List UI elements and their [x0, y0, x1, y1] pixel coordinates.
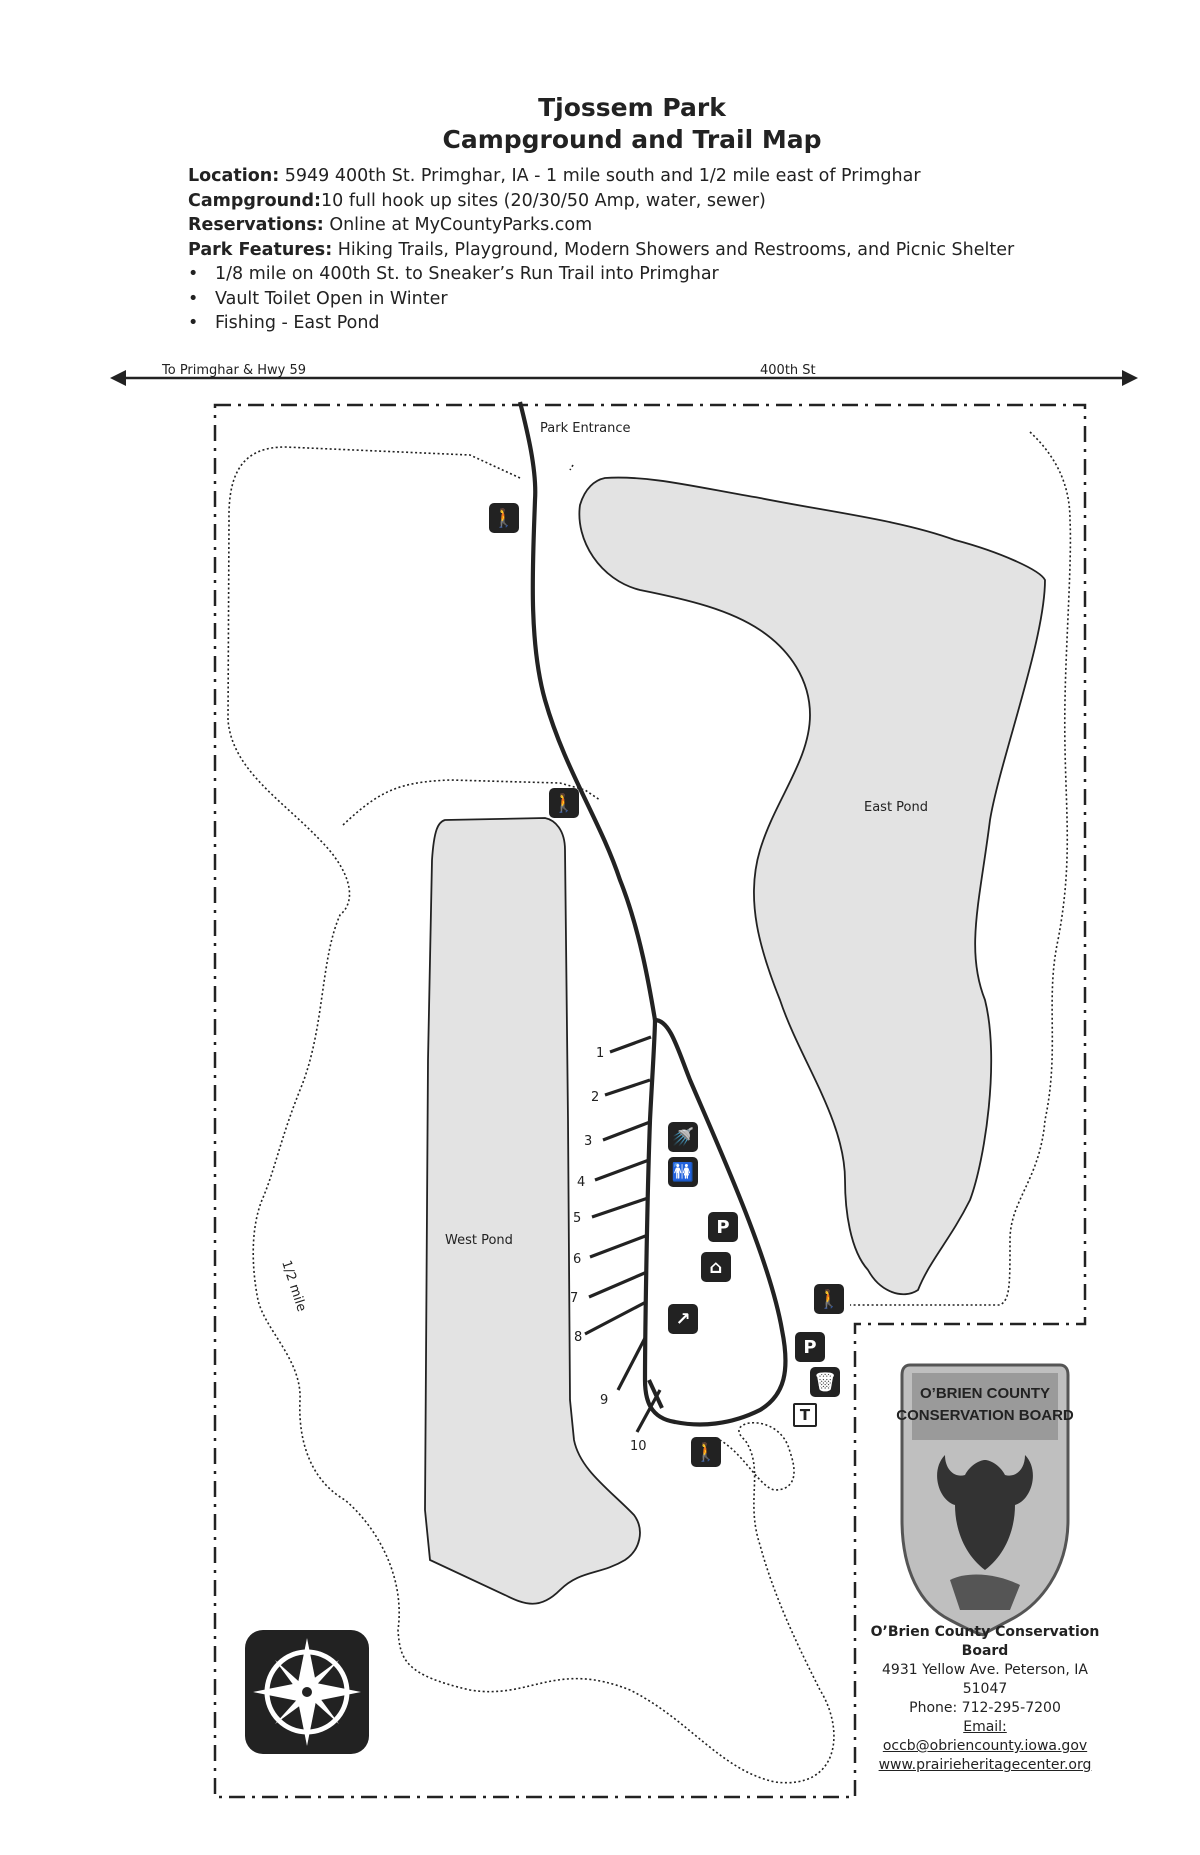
website-link[interactable]: www.prairieheritagecenter.org	[878, 1757, 1092, 1773]
loop-spur	[647, 1379, 664, 1409]
west-pond-label: West Pond	[445, 1233, 513, 1248]
site-number: 9	[600, 1393, 608, 1408]
site-number: 4	[577, 1175, 585, 1190]
bullet-item: Vault Toilet Open in Winter	[188, 287, 1014, 312]
logo-line1: O’BRIEN COUNTY	[920, 1385, 1050, 1402]
campsite-numbers: 1 2 3 4 5 6 7 8 9 10	[570, 1046, 647, 1454]
logo-line2: CONSERVATION BOARD	[896, 1407, 1074, 1424]
compass-rose-icon	[245, 1630, 369, 1754]
trash-icon: 🗑	[810, 1367, 840, 1397]
vault-toilet-icon: T	[793, 1403, 817, 1427]
site-number: 10	[630, 1439, 647, 1454]
campground-loop	[642, 1017, 788, 1427]
address: 4931 Yellow Ave. Peterson, IA 51047	[882, 1662, 1088, 1697]
reservations-row: Reservations: Online at MyCountyParks.co…	[188, 215, 593, 235]
east-pond	[578, 476, 1046, 1296]
road-400th-st: To Primghar & Hwy 59 400th St	[110, 363, 1138, 386]
hiker-icon: 🚶	[489, 503, 519, 533]
site-number: 1	[596, 1046, 604, 1061]
shower-icon: 🚿	[668, 1122, 698, 1152]
site-number: 6	[573, 1252, 581, 1267]
bison-head-icon	[937, 1455, 1033, 1570]
phone: Phone: 712-295-7200	[909, 1700, 1061, 1716]
arrow-left-icon	[110, 370, 126, 386]
hiker-icon: 🚶	[549, 788, 579, 818]
campsite-spurs	[584, 1035, 662, 1433]
arrow-right-icon	[1122, 370, 1138, 386]
road-right-label: 400th St	[760, 363, 816, 378]
org-name: O’Brien County Conservation Board	[870, 1624, 1100, 1659]
location-row: Location: 5949 400th St. Primghar, IA - …	[188, 166, 921, 186]
west-pond	[424, 817, 641, 1605]
hiker-icon: 🚶	[814, 1284, 844, 1314]
site-number: 7	[570, 1291, 578, 1306]
page-title: Tjossem Park	[538, 93, 726, 122]
site-number: 2	[591, 1090, 599, 1105]
office-contact: O’Brien County Conservation Board 4931 Y…	[860, 1623, 1110, 1775]
bullet-item: Fishing - East Pond	[188, 311, 1014, 336]
email-link[interactable]: Email: occb@obriencounty.iowa.gov	[882, 1719, 1088, 1754]
site-number: 3	[584, 1134, 592, 1149]
site-number: 8	[574, 1330, 582, 1345]
campground-row: Campground:10 full hook up sites (20/30/…	[188, 190, 766, 211]
park-road	[517, 401, 658, 1021]
parking-icon: P	[708, 1212, 738, 1242]
park-entrance-label: Park Entrance	[540, 421, 630, 436]
playground-icon: ↗	[668, 1304, 698, 1334]
picnic-shelter-icon: ⌂	[701, 1252, 731, 1282]
hiking-trail	[227, 431, 1072, 1784]
features-row: Park Features: Hiking Trails, Playground…	[188, 239, 1015, 260]
distance-label: 1/2 mile	[278, 1259, 309, 1314]
restroom-icon: 🚻	[668, 1157, 698, 1187]
conservation-board-logo: O’BRIEN COUNTY CONSERVATION BOARD	[896, 1363, 1074, 1637]
hiker-icon: 🚶	[691, 1437, 721, 1467]
park-boundary	[213, 403, 1087, 1799]
road-left-label: To Primghar & Hwy 59	[161, 363, 306, 378]
east-pond-label: East Pond	[864, 800, 928, 815]
site-number: 5	[573, 1211, 581, 1226]
bullet-item: 1/8 mile on 400th St. to Sneaker’s Run T…	[188, 262, 1014, 287]
park-info: Location: 5949 400th St. Primghar, IA - …	[188, 164, 1014, 336]
parking-icon: P	[795, 1332, 825, 1362]
page-subtitle: Campground and Trail Map	[442, 125, 822, 154]
